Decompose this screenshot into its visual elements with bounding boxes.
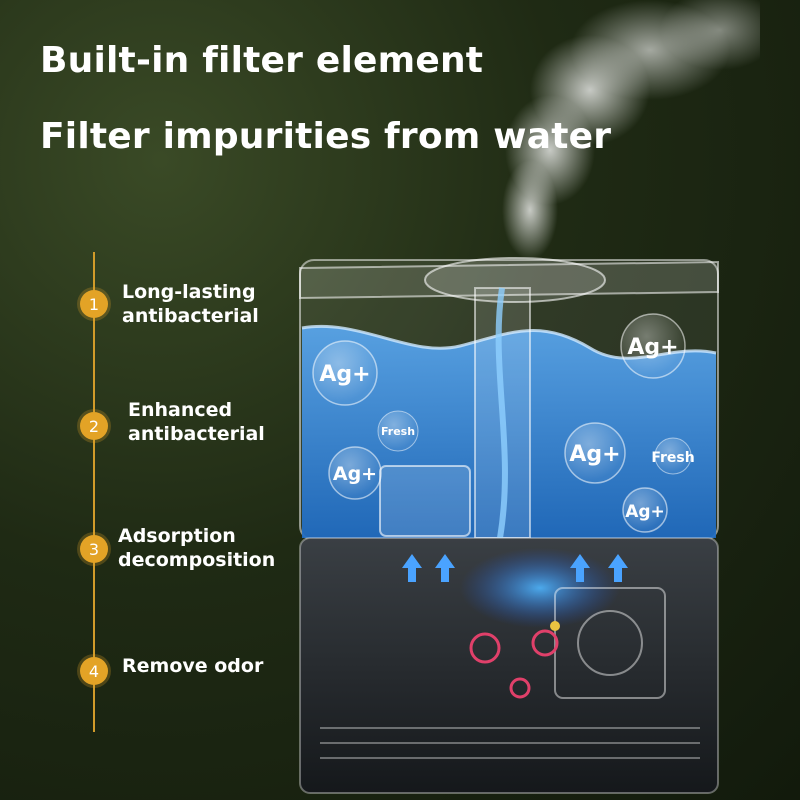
timeline-line	[93, 252, 95, 732]
ag-bubbles: Ag+ Ag+ Ag+ Ag+ Ag+	[312, 313, 686, 533]
step-label-3: Adsorption decomposition	[118, 525, 276, 571]
step-2: 2	[80, 412, 108, 440]
step-4: 4	[80, 657, 108, 685]
step-label-1: Long-lasting antibacterial	[122, 281, 259, 327]
step-badge-2: 2	[80, 412, 108, 440]
steam-plume	[502, 0, 760, 260]
step-1: 1	[80, 290, 108, 318]
step-badge-3: 3	[80, 535, 108, 563]
step-label-4: Remove odor	[122, 655, 264, 677]
fan-module	[554, 587, 666, 699]
headline-line-1: Built-in filter element	[40, 40, 484, 81]
step-3: 3	[80, 535, 108, 563]
water-body	[302, 326, 716, 538]
step-badge-1: 1	[80, 290, 108, 318]
bacteria-icons	[469, 621, 560, 699]
svg-text:Ag+: Ag+	[333, 463, 377, 485]
step-label-2: Enhanced antibacterial	[128, 399, 265, 445]
lid-cap	[424, 257, 606, 303]
svg-text:Ag+: Ag+	[627, 335, 678, 360]
svg-text:Ag+: Ag+	[319, 362, 370, 387]
svg-text:Ag+: Ag+	[625, 502, 665, 522]
svg-text:Ag+: Ag+	[569, 442, 620, 467]
flow-arrows	[402, 554, 628, 582]
step-badge-4: 4	[80, 657, 108, 685]
svg-text:Fresh: Fresh	[651, 450, 694, 466]
fresh-bubbles: Fresh Fresh	[377, 410, 695, 475]
humidifier-tank-illustration: Ag+ Ag+ Ag+ Ag+ Ag+ Fresh Fresh	[299, 257, 719, 794]
water-stream	[495, 287, 508, 539]
filter-cup	[379, 465, 471, 537]
base-grille	[320, 727, 700, 759]
svg-text:Fresh: Fresh	[381, 425, 415, 438]
